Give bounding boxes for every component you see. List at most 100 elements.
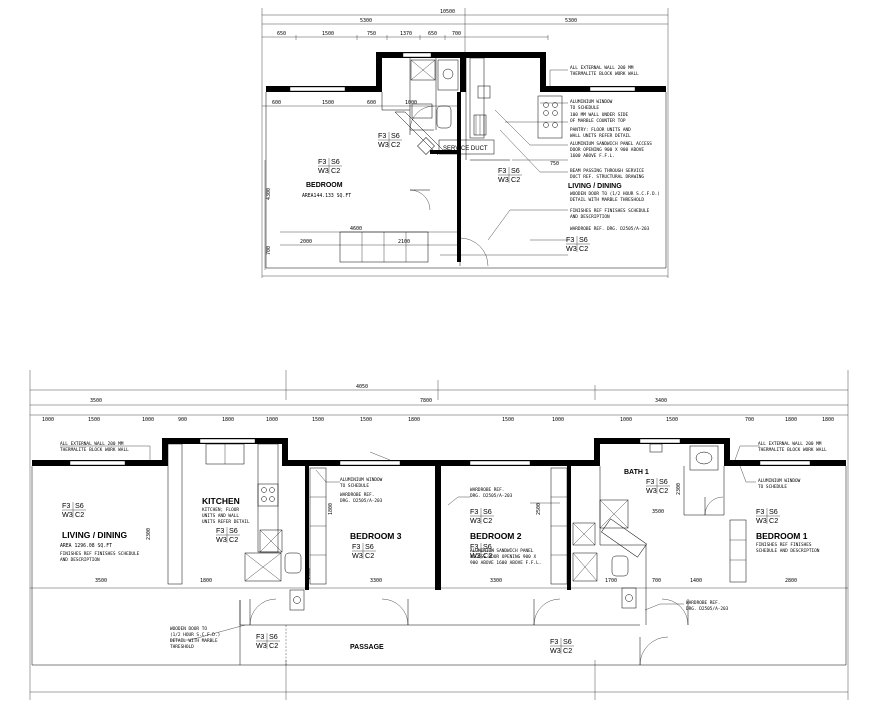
room-label-bedroom-3: BEDROOM 3 — [350, 531, 402, 541]
svg-text:THERMALITE BLOCK WORK WALL: THERMALITE BLOCK WORK WALL — [758, 447, 827, 453]
svg-text:C2: C2 — [331, 166, 340, 175]
upper-bath-fixtures — [410, 59, 459, 129]
svg-text:ALUMINIUM WINDOW: ALUMINIUM WINDOW — [758, 478, 801, 484]
svg-text:DRG. D2505/A-203: DRG. D2505/A-203 — [340, 498, 383, 504]
svg-text:F3: F3 — [470, 542, 478, 551]
svg-text:3500: 3500 — [652, 509, 664, 515]
kitchen-note: UNITS AND WALL — [202, 513, 239, 519]
dim: 1500 — [322, 100, 334, 106]
svg-text:S6: S6 — [365, 542, 374, 551]
svg-text:900: 900 — [178, 417, 187, 423]
svg-text:ALL EXTERNAL WALL 200 MM: ALL EXTERNAL WALL 200 MM — [570, 65, 634, 71]
upper-notes: ALL EXTERNAL WALL 200 MM THERMALITE BLOC… — [570, 65, 660, 232]
svg-text:2800: 2800 — [785, 578, 797, 584]
svg-text:700: 700 — [652, 578, 661, 584]
svg-text:ALUMINIUM SANDWICH PANEL ACCES: ALUMINIUM SANDWICH PANEL ACCESS — [570, 141, 652, 147]
svg-text:F3: F3 — [470, 507, 478, 516]
svg-text:W3: W3 — [256, 641, 267, 650]
svg-text:W3: W3 — [378, 140, 389, 149]
svg-text:S6: S6 — [579, 235, 588, 244]
svg-text:F3: F3 — [352, 542, 360, 551]
svg-text:C2: C2 — [579, 244, 588, 253]
dim: 750 — [367, 31, 376, 37]
living-note: FINISHES REF FINISHES SCHEDULE — [60, 551, 140, 557]
upper-kitchen — [469, 57, 563, 139]
svg-text:1400: 1400 — [690, 578, 702, 584]
svg-text:(1/2 HOUR S.C.F.D.): (1/2 HOUR S.C.F.D.) — [170, 632, 220, 638]
svg-text:ALUMINIUM WINDOW: ALUMINIUM WINDOW — [570, 99, 613, 105]
svg-text:C2: C2 — [269, 641, 278, 650]
svg-text:1500: 1500 — [88, 417, 100, 423]
svg-text:C2: C2 — [75, 510, 84, 519]
svg-text:700: 700 — [745, 417, 754, 423]
lower-dims-second: 1000 1500 1000 900 1800 1000 1500 1500 1… — [42, 417, 834, 423]
lower-notes: ALL EXTERNAL WALL 200 MM THERMALITE BLOC… — [60, 441, 827, 650]
svg-text:C2: C2 — [229, 535, 238, 544]
svg-text:C2: C2 — [365, 551, 374, 560]
service-duct-box — [438, 139, 495, 155]
svg-text:C2: C2 — [483, 516, 492, 525]
svg-text:DUCT REF. STRUCTURAL DRAWING: DUCT REF. STRUCTURAL DRAWING — [570, 174, 644, 180]
svg-text:TO SCHEDULE: TO SCHEDULE — [340, 483, 369, 489]
svg-text:C2: C2 — [511, 175, 520, 184]
svg-text:1000: 1000 — [266, 417, 278, 423]
svg-text:W3: W3 — [318, 166, 329, 175]
svg-text:F3: F3 — [566, 235, 574, 244]
svg-text:F3: F3 — [256, 632, 264, 641]
svg-text:S6: S6 — [511, 166, 520, 175]
lower-doors — [249, 496, 724, 666]
svg-text:1000: 1000 — [42, 417, 54, 423]
dim: 7800 — [420, 398, 432, 404]
svg-text:S6: S6 — [659, 477, 668, 486]
svg-text:F3: F3 — [318, 157, 326, 166]
svg-text:1700: 1700 — [605, 578, 617, 584]
svg-text:3300: 3300 — [370, 578, 382, 584]
svg-text:F3: F3 — [646, 477, 654, 486]
dim: 2000 — [300, 239, 312, 245]
lower-leaders — [60, 445, 760, 641]
room-label-bedroom-2: BEDROOM 2 — [470, 531, 522, 541]
svg-text:W3: W3 — [62, 510, 73, 519]
svg-text:1800: 1800 — [785, 417, 797, 423]
svg-text:C2: C2 — [483, 551, 492, 560]
svg-text:F3: F3 — [550, 637, 558, 646]
lower-plan: 3500 4050 7800 3400 1000 1500 1000 900 1… — [29, 370, 849, 700]
svg-text:S6: S6 — [563, 637, 572, 646]
lower-wet-areas — [244, 443, 719, 611]
dim: 700 — [266, 246, 272, 255]
dim-overall: 10500 — [440, 9, 455, 15]
svg-text:TO SCHEDULE: TO SCHEDULE — [758, 484, 787, 490]
svg-text:ACCESS DOOR OPENING 900 X: ACCESS DOOR OPENING 900 X — [470, 554, 536, 560]
room-label-bedroom-1: BEDROOM 1 — [756, 531, 808, 541]
svg-text:DETAIL WITH MARBLE: DETAIL WITH MARBLE — [170, 638, 218, 644]
dim: 4600 — [350, 226, 362, 232]
svg-text:WARDROBE REF.: WARDROBE REF. — [686, 600, 720, 606]
svg-text:1500: 1500 — [360, 417, 372, 423]
dim: 3500 — [90, 398, 102, 404]
upper-plan: 10500 5300 5300 650 1500 750 1370 650 70… — [261, 8, 669, 278]
svg-text:2500: 2500 — [536, 503, 542, 515]
svg-text:C2: C2 — [391, 140, 400, 149]
svg-text:ALL EXTERNAL WALL 200 MM: ALL EXTERNAL WALL 200 MM — [60, 441, 124, 447]
svg-text:F3: F3 — [62, 501, 70, 510]
svg-text:W3: W3 — [550, 646, 561, 655]
dim: 4050 — [356, 384, 368, 390]
upper-walls — [265, 52, 667, 269]
svg-text:2300: 2300 — [676, 483, 682, 495]
dim: 4300 — [266, 188, 272, 200]
svg-text:W3: W3 — [646, 486, 657, 495]
svg-text:C2: C2 — [659, 486, 668, 495]
svg-text:900 ABOVE 1600 ABOVE F.F.L.: 900 ABOVE 1600 ABOVE F.F.L. — [470, 560, 541, 566]
lower-wardrobes — [309, 467, 747, 585]
svg-text:1800: 1800 — [222, 417, 234, 423]
svg-text:S6: S6 — [769, 507, 778, 516]
dim-right-half: 5300 — [565, 18, 577, 24]
svg-text:DRG. D2505/A-203: DRG. D2505/A-203 — [470, 493, 513, 499]
lower-dimension-lines — [29, 370, 849, 700]
